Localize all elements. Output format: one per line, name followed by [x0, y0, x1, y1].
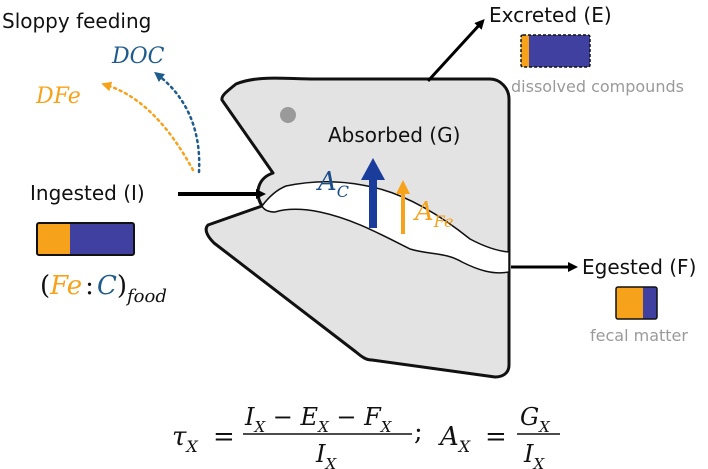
equals-sign: =: [213, 422, 235, 452]
doc-dotted-arrow: [154, 71, 201, 174]
iron-uptake-label: AFe: [413, 197, 453, 231]
carbon-arrow-head-icon: [361, 158, 385, 180]
efficiency-equation: τX = IX − EX − FX IX ; AX = GX IX: [172, 403, 560, 469]
absorbed-label: Absorbed (G): [328, 123, 460, 147]
tau-symbol: τX: [172, 422, 198, 456]
sloppy-feeding-label: Sloppy feeding: [2, 9, 151, 33]
numerator-1: IX − EX − FX: [244, 403, 393, 436]
organism-body: [204, 76, 511, 379]
denominator-1: IX: [315, 440, 337, 469]
fe-c-food-ratio: (Fe:C)food: [40, 271, 167, 307]
fecal-matter-label: fecal matter: [590, 326, 688, 345]
gut-channel: [261, 180, 510, 274]
doc-label: DOC: [111, 44, 165, 69]
ingested-label: Ingested (I): [30, 181, 145, 205]
carbon-uptake-label: AC: [316, 167, 349, 201]
fecal-composition-bar: [615, 286, 658, 320]
eye-dot-icon: [280, 107, 296, 123]
food-composition-bar: [36, 222, 135, 256]
equals-sign-2: =: [485, 422, 507, 452]
semicolon: ;: [414, 417, 423, 447]
dissolved-composition-bar: [520, 34, 591, 68]
egested-label: Egested (F): [582, 255, 696, 279]
dissolved-compounds-label: dissolved compounds: [511, 77, 684, 96]
a-symbol: AX: [438, 422, 471, 456]
denominator-2: IX: [523, 440, 545, 469]
numerator-2: GX: [520, 403, 551, 436]
dfe-dotted-arrow: [101, 81, 195, 172]
excreted-label: Excreted (E): [489, 3, 612, 27]
excreted-arrow-icon: [426, 19, 485, 83]
iron-arrow-head-icon: [396, 180, 410, 194]
dfe-label: DFe: [35, 84, 81, 109]
